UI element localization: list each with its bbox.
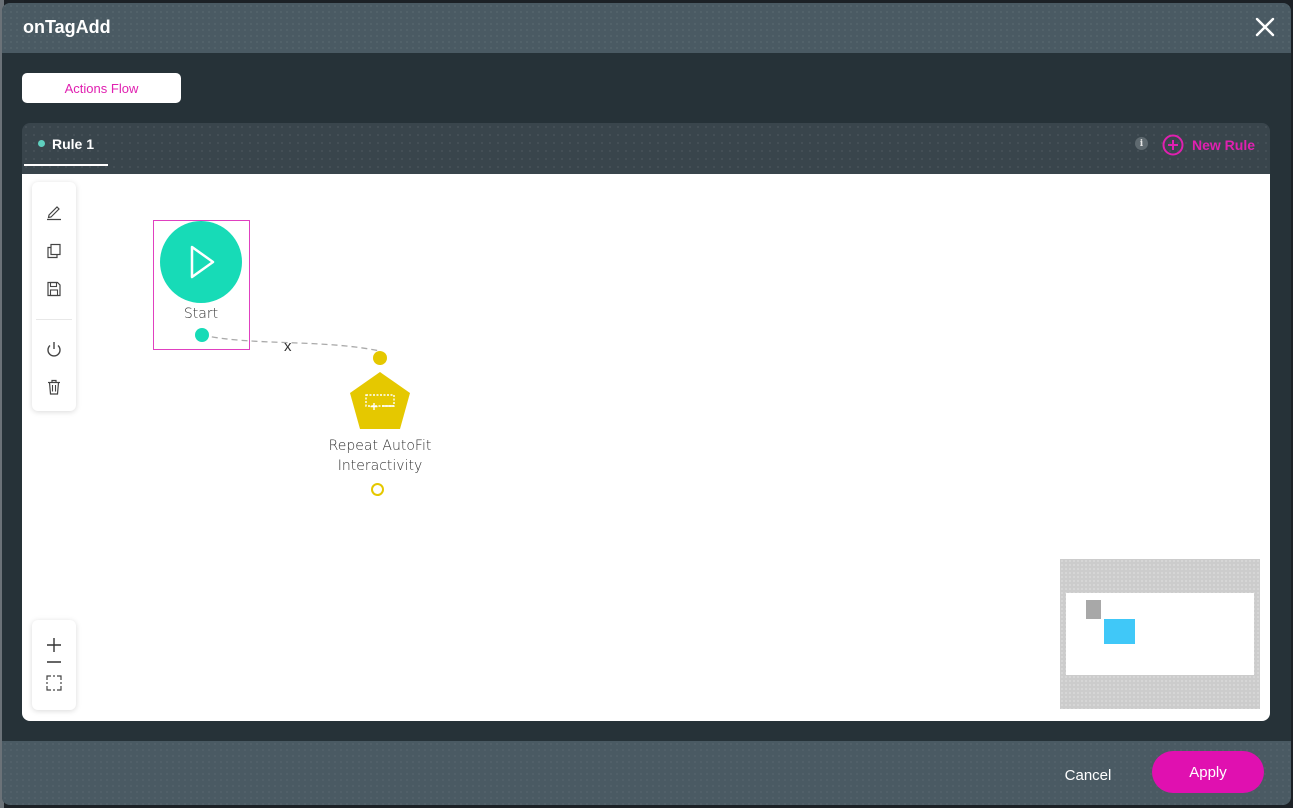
- rule-status-dot: [38, 140, 45, 147]
- minimap[interactable]: [1060, 559, 1260, 709]
- repeat-autofit-node[interactable]: [349, 371, 411, 431]
- close-button[interactable]: [1253, 15, 1277, 39]
- fit-screen-icon: [46, 675, 62, 691]
- new-rule-label: New Rule: [1192, 137, 1256, 153]
- repeat-input-port[interactable]: [373, 351, 387, 365]
- modal-footer: Cancel Apply: [2, 741, 1291, 805]
- modal-header: onTagAdd: [2, 3, 1291, 53]
- repeat-node-label-line2: Interactivity: [337, 458, 423, 474]
- save-icon: [47, 281, 61, 297]
- rule-panel: Rule 1 i New Rule: [22, 123, 1270, 721]
- start-node[interactable]: [160, 221, 242, 303]
- start-output-port[interactable]: [195, 328, 209, 342]
- start-node-selection[interactable]: [153, 220, 250, 350]
- modal-title: onTagAdd: [23, 17, 111, 37]
- info-icon[interactable]: i: [1135, 137, 1148, 150]
- apply-button[interactable]: Apply: [1152, 751, 1264, 793]
- rule-tab-rule-1[interactable]: Rule 1: [24, 123, 108, 166]
- zoom-in-icon: [47, 638, 61, 652]
- remove-edge-button[interactable]: x: [284, 338, 292, 355]
- zoom-out-button[interactable]: [42, 655, 66, 669]
- plus-circle-icon: [1162, 134, 1184, 156]
- repeat-node-label-line1: Repeat AutoFit: [328, 438, 432, 454]
- play-icon: [190, 245, 215, 279]
- modal-dialog: onTagAdd Actions Flow Rule 1 i New Rule: [2, 3, 1291, 805]
- zoom-in-button[interactable]: [42, 633, 66, 657]
- cancel-button[interactable]: Cancel: [1064, 766, 1112, 784]
- edit-button[interactable]: [42, 200, 66, 224]
- zoom-out-icon: [47, 661, 61, 663]
- tab-actions-flow[interactable]: Actions Flow: [22, 73, 181, 103]
- toolbox-divider: [36, 319, 72, 320]
- delete-button[interactable]: [42, 375, 66, 399]
- repeat-output-port[interactable]: [371, 483, 384, 496]
- duplicate-icon: [47, 243, 61, 259]
- zoom-controls: [32, 620, 76, 710]
- rule-tab-bar: Rule 1 i New Rule: [22, 123, 1270, 174]
- new-rule-button[interactable]: New Rule: [1162, 134, 1255, 156]
- flow-canvas[interactable]: x Start Repeat AutoFit: [22, 174, 1270, 721]
- save-button[interactable]: [42, 277, 66, 301]
- minimap-viewport[interactable]: [1066, 593, 1254, 675]
- repeat-node-label: Repeat AutoFit Interactivity: [312, 436, 448, 476]
- start-node-label: Start: [183, 306, 219, 322]
- fit-screen-button[interactable]: [42, 671, 66, 695]
- pentagon-action-icon: [350, 372, 410, 429]
- minimap-start-node: [1086, 600, 1101, 619]
- close-icon: [1255, 17, 1275, 37]
- edit-icon: [47, 206, 61, 221]
- canvas-toolbox: [32, 182, 76, 411]
- duplicate-button[interactable]: [42, 239, 66, 263]
- power-icon: [47, 342, 61, 357]
- minimap-repeat-node: [1104, 619, 1135, 644]
- power-button[interactable]: [42, 337, 66, 361]
- trash-icon: [48, 379, 60, 395]
- rule-tab-label: Rule 1: [52, 135, 95, 152]
